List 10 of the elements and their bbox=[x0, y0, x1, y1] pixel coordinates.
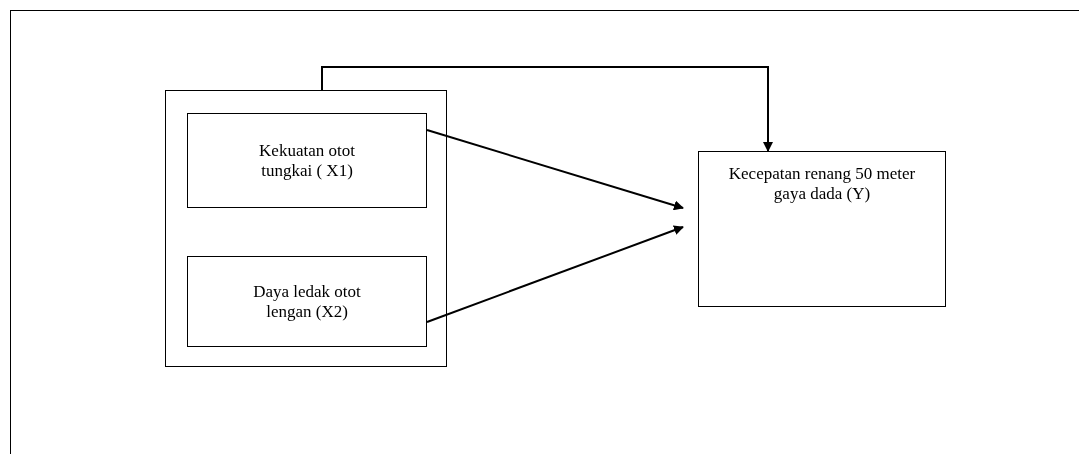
arrow bbox=[426, 225, 684, 323]
group-box bbox=[165, 90, 447, 367]
box-label: Daya ledak otot lengan (X2) bbox=[252, 281, 362, 322]
arrow bbox=[426, 129, 684, 211]
process-box bbox=[187, 256, 427, 347]
process-box bbox=[698, 151, 946, 307]
box-label: Kekuatan otot tungkai ( X1) bbox=[258, 140, 356, 181]
box-label: Kecepatan renang 50 meter gaya dada (Y) bbox=[727, 164, 917, 204]
arrow bbox=[321, 66, 773, 152]
process-box bbox=[187, 113, 427, 208]
